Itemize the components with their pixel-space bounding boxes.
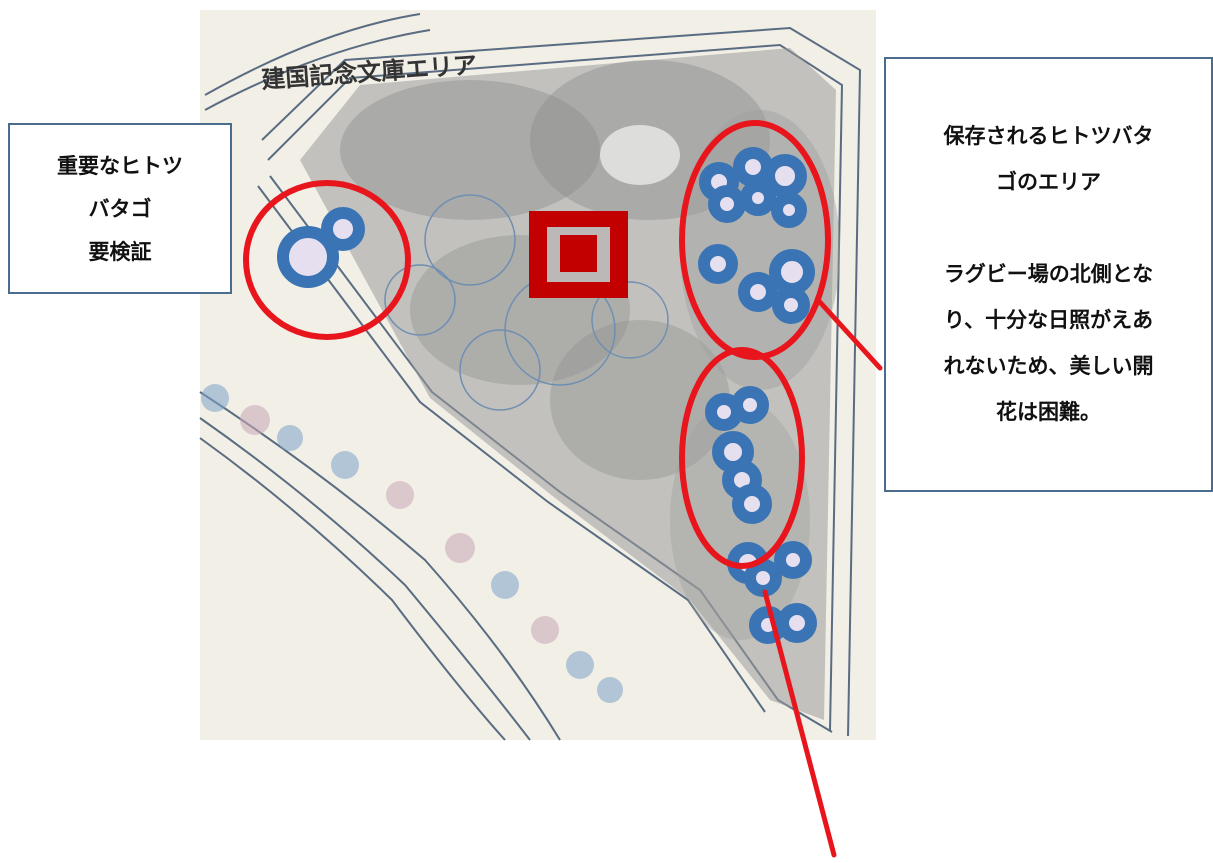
- callout-left-line: 重要なヒトツ: [57, 153, 183, 178]
- highlight-circle-left: [243, 180, 411, 340]
- callout-right-body-line: り、十分な日照がえあ: [943, 307, 1154, 332]
- tree-marker: [277, 226, 339, 288]
- tree-marker: [772, 286, 810, 324]
- tree-marker: [740, 180, 776, 216]
- callout-left-line: バタゴ: [88, 196, 152, 221]
- tree-markers: [277, 147, 817, 644]
- callout-left: 重要なヒトツ バタゴ 要検証: [8, 123, 232, 294]
- pointer-lines: [762, 297, 883, 858]
- tree-marker: [321, 207, 365, 251]
- tree-marker: [744, 559, 782, 597]
- highlight-circle-upper-right: [679, 120, 831, 360]
- callout-right: 保存されるヒトツバタ ゴのエリア ラグビー場の北側とな り、十分な日照がえあ れ…: [884, 57, 1213, 492]
- tree-marker: [732, 484, 772, 524]
- tree-marker: [774, 541, 812, 579]
- tree-marker: [733, 147, 773, 187]
- callout-right-spacer: [886, 205, 1211, 251]
- tree-marker: [763, 154, 807, 198]
- tree-marker: [698, 244, 738, 284]
- road-lines: [199, 13, 862, 741]
- tree-marker: [705, 393, 743, 431]
- tree-marker: [708, 185, 746, 223]
- tree-marker: [771, 192, 807, 228]
- callout-right-body-line: ラグビー場の北側とな: [943, 261, 1154, 286]
- pointer-line-upper: [815, 297, 883, 371]
- tree-marker: [738, 272, 778, 312]
- callout-right-body-line: 花は困難。: [996, 399, 1101, 424]
- square-marker: [529, 211, 628, 298]
- street-trees: [201, 384, 623, 703]
- tree-marker: [777, 603, 817, 643]
- highlight-circle-middle-right: [679, 347, 805, 569]
- callout-right-title-line: ゴのエリア: [996, 169, 1101, 194]
- tree-marker: [769, 249, 815, 295]
- callout-left-line: 要検証: [88, 239, 152, 264]
- pointer-line-lower: [762, 589, 837, 858]
- callout-right-title-line: 保存されるヒトツバタ: [943, 123, 1154, 148]
- highlight-circles: [243, 120, 831, 569]
- callout-right-body-line: れないため、美しい開: [943, 353, 1154, 378]
